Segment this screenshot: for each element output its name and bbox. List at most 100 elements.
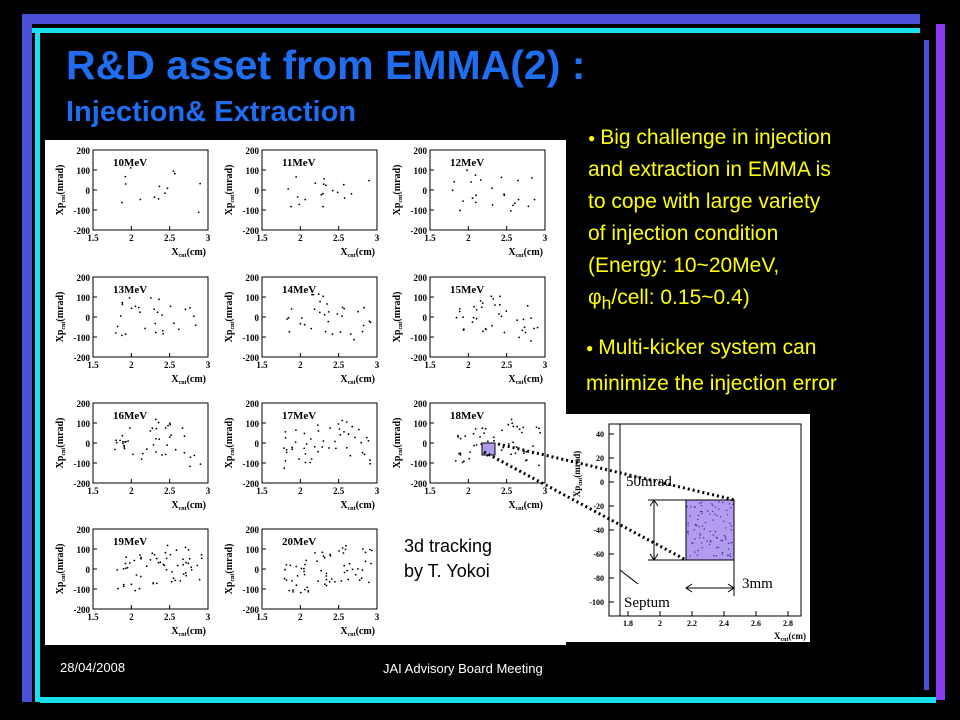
tracking-point (288, 589, 291, 592)
zoom-ylabel-sub: cnt (578, 478, 584, 486)
injection-particle (694, 506, 696, 508)
tracking-point (349, 333, 352, 335)
panel-xtick-label: 3 (543, 486, 548, 496)
injection-particle (718, 508, 720, 510)
panel-xlabel-sub: cnt (179, 380, 187, 386)
tracking-point (303, 432, 306, 435)
tracking-point (117, 587, 119, 590)
injection-particle (728, 554, 730, 557)
tracking-point (499, 295, 501, 298)
panel-ylabel-sub: cnt (398, 322, 404, 330)
panel-ylabel-sub: cnt (230, 574, 236, 582)
panel-ytick-label: -200 (243, 353, 260, 363)
tracking-point (523, 326, 526, 329)
tracking-point (316, 560, 318, 563)
tracking-point (300, 317, 303, 319)
panel-ytick-label: -100 (74, 333, 91, 343)
tracking-point (189, 456, 192, 459)
tracking-point (129, 562, 131, 564)
panel-xlabel: Xcnt(cm) (340, 500, 375, 512)
tracking-point (122, 583, 125, 586)
tracking-point (324, 330, 327, 333)
panel-energy-label: 10MeV (113, 157, 147, 169)
tracking-point (501, 429, 503, 432)
tracking-point (517, 198, 520, 201)
tracking-point (341, 306, 344, 309)
tracking-point (347, 433, 350, 436)
frame-bar-right-inner (924, 40, 929, 690)
panel-xtick-label: 2 (298, 233, 303, 243)
tracking-point (492, 298, 495, 300)
tracking-point (459, 454, 462, 456)
panel-xlabel-unit: (cm) (356, 247, 375, 258)
tracking-point (185, 574, 188, 577)
label-septum: Septum (624, 595, 670, 611)
tracking-point (319, 300, 321, 303)
tracking-point (371, 549, 373, 552)
tracking-point (344, 548, 347, 551)
tracking-point (192, 315, 195, 318)
panel-ytick-label: -200 (243, 479, 260, 489)
tracking-point (296, 575, 299, 577)
panel-xtick-label: 2.5 (164, 233, 176, 243)
bullet2-line2: minimize the injection error (586, 372, 837, 396)
tracking-credit: 3d tracking by T. Yokoi (404, 534, 492, 584)
panel-xtick-label: 3 (206, 360, 211, 370)
panel-xtick-label: 1.5 (256, 360, 268, 370)
tracking-point (348, 562, 351, 565)
panel-xlabel-unit: (cm) (356, 500, 375, 511)
panel-ylabel-unit: (mrad) (224, 292, 235, 322)
injection-particle (731, 542, 733, 544)
injection-particle (714, 506, 717, 509)
panel-xlabel: Xcnt(cm) (171, 500, 206, 512)
tracking-point (304, 461, 307, 464)
tracking-point (330, 578, 333, 580)
tracking-point (184, 572, 187, 574)
zoom-ytick-label: -80 (593, 574, 604, 583)
panel-xtick-label: 3 (206, 233, 211, 243)
tracking-point (155, 557, 158, 560)
panel-ylabel-unit: (mrad) (55, 165, 66, 195)
tracking-point (368, 179, 370, 182)
label-3mm: 3mm (742, 576, 773, 592)
tracking-point (134, 589, 137, 592)
tracking-point (287, 188, 290, 190)
tracking-point (200, 553, 203, 556)
tracking-point (291, 580, 293, 582)
panel-ylabel-unit: (mrad) (224, 418, 235, 448)
tracking-point (198, 578, 201, 581)
tracking-point (156, 311, 159, 314)
tracking-point (357, 568, 359, 570)
tracking-point (285, 449, 288, 451)
tracking-point (350, 192, 353, 195)
tracking-point (188, 557, 191, 560)
injection-particle (706, 540, 708, 542)
panel-xlabel-unit: (cm) (187, 374, 206, 385)
injection-particle (693, 529, 696, 531)
tracking-point (124, 562, 127, 565)
tracking-point (527, 205, 530, 208)
tracking-point (114, 332, 117, 334)
panel-ytick-label: 100 (246, 545, 260, 555)
panel-ytick-label: 0 (86, 313, 91, 323)
injection-particle (690, 506, 692, 508)
tracking-point (183, 435, 186, 438)
tracking-point (123, 447, 126, 450)
tracking-point (130, 583, 133, 586)
injection-region (685, 499, 735, 561)
panel-xlabel-sub: cnt (179, 632, 187, 638)
injection-particle (708, 543, 711, 546)
tracking-point (295, 176, 297, 178)
tracking-point (306, 586, 308, 589)
tracking-point (309, 438, 312, 440)
tracking-point (318, 311, 321, 314)
tracking-point (145, 448, 148, 451)
panel-ytick-label: 100 (77, 419, 91, 429)
panel-ytick-label: 200 (246, 273, 260, 283)
injection-particle (729, 522, 731, 524)
panel-xtick-label: 3 (543, 233, 548, 243)
tracking-point (197, 211, 200, 214)
injection-particle (716, 537, 718, 539)
